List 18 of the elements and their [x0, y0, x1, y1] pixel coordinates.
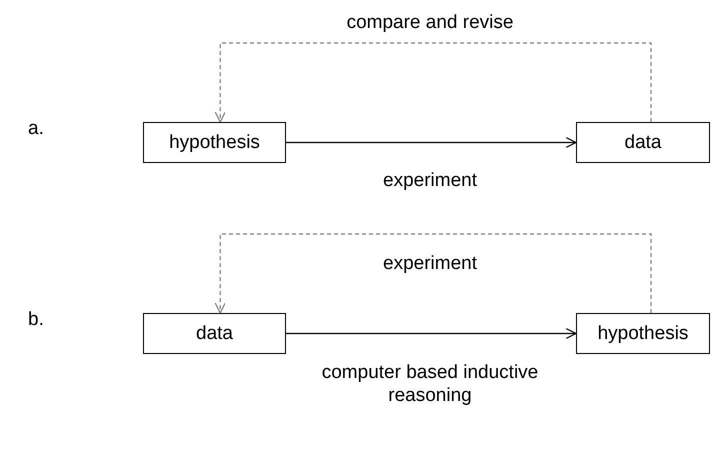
- box-label: data: [196, 322, 233, 344]
- arrow: [286, 328, 577, 340]
- dashed-arrow: [214, 42, 652, 123]
- process-box: [143, 313, 286, 354]
- edge-label: experiment: [382, 253, 478, 276]
- edge-label: compare and revise: [346, 12, 514, 35]
- box-label: hypothesis: [598, 322, 688, 344]
- box-label: hypothesis: [169, 132, 260, 154]
- dashed-arrow: [214, 233, 652, 314]
- edge-label: experiment: [382, 170, 478, 193]
- process-box: [143, 122, 286, 163]
- edge-label: computer based inductive reasoning: [320, 362, 540, 408]
- arrow: [286, 136, 577, 148]
- box-label: data: [624, 132, 662, 154]
- process-box: [576, 122, 710, 163]
- panel-label: a.: [28, 118, 44, 141]
- panel-label: b.: [28, 309, 44, 332]
- process-box: [576, 313, 710, 354]
